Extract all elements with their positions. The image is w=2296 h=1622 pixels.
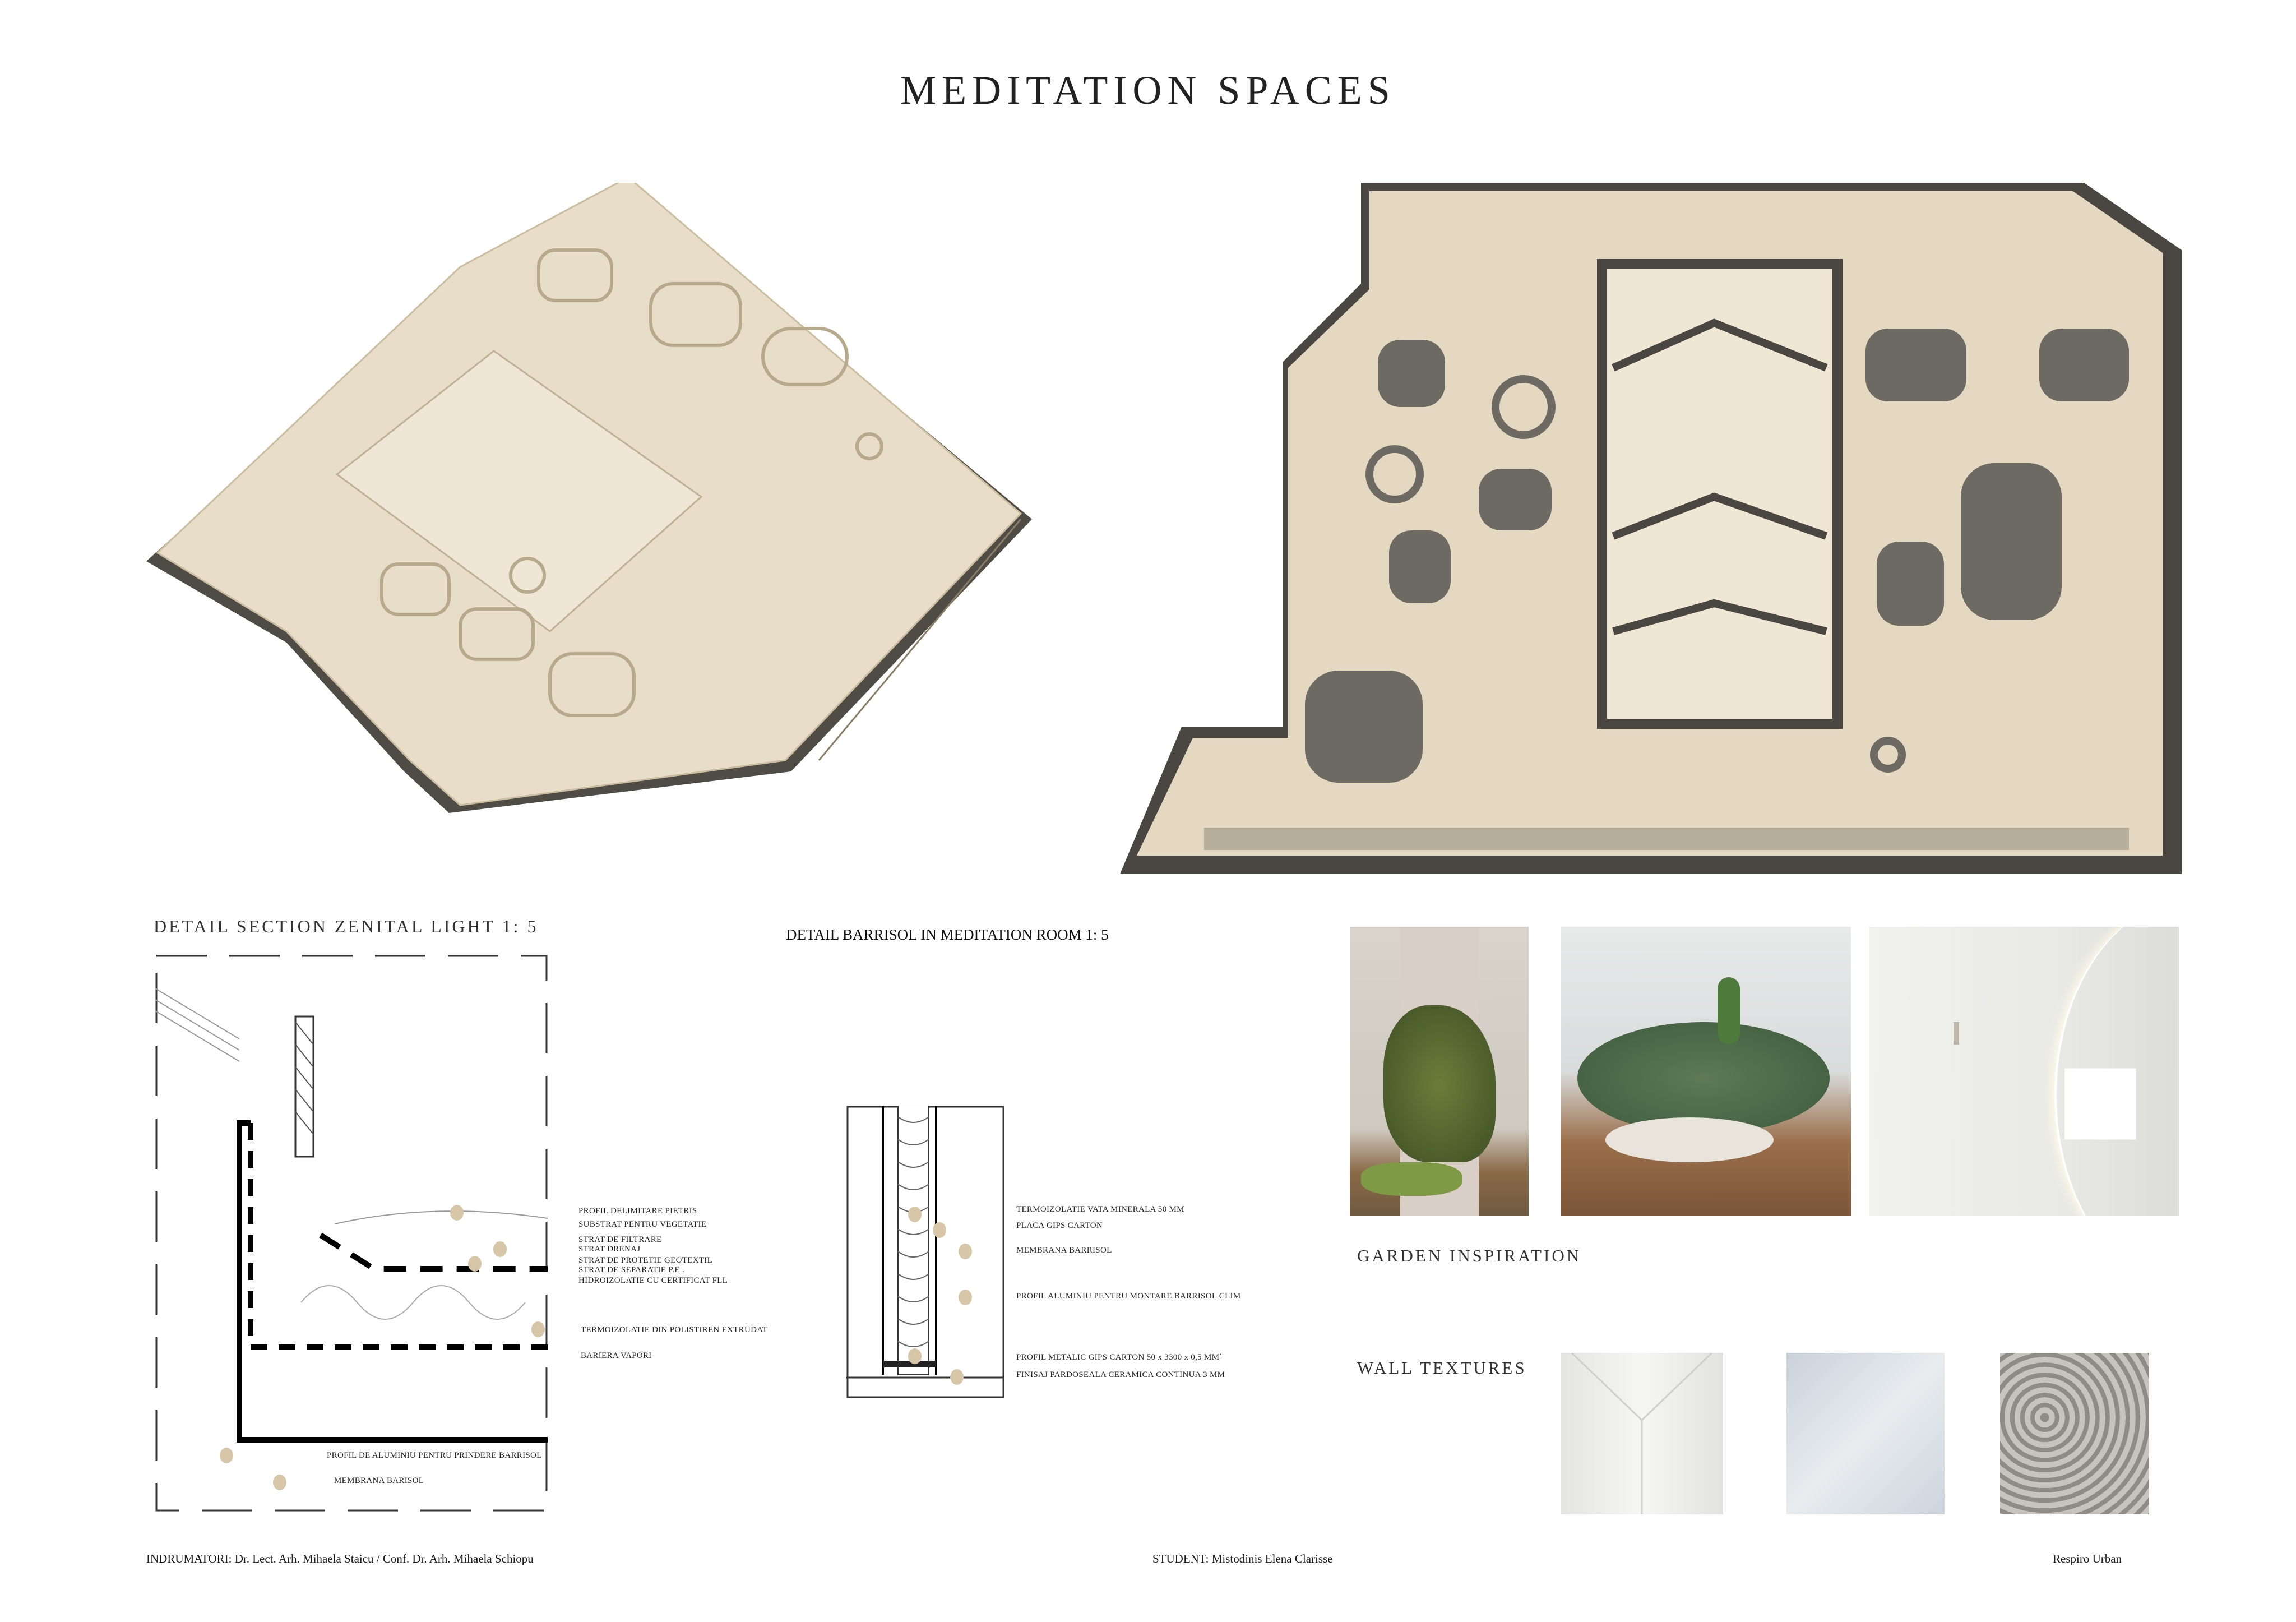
callout-dot bbox=[273, 1475, 286, 1490]
callout-dot bbox=[908, 1348, 922, 1364]
floor-plan-render bbox=[1120, 183, 2182, 874]
callout-dot bbox=[531, 1321, 545, 1337]
zenital-label: PROFIL DE ALUMINIU PENTRU PRINDERE BARRI… bbox=[327, 1451, 542, 1460]
barrisol-label: FINISAJ PARDOSEALA CERAMICA CONTINUA 3 M… bbox=[1016, 1370, 1225, 1379]
callout-dot bbox=[493, 1241, 507, 1257]
callout-dot bbox=[950, 1369, 964, 1385]
barrisol-label: TERMOIZOLATIE VATA MINERALA 50 MM bbox=[1016, 1205, 1184, 1214]
footer-student: STUDENT: Mistodinis Elena Clarisse bbox=[1152, 1552, 1333, 1565]
zenital-light-section-drawing bbox=[155, 955, 548, 1512]
barrisol-detail-drawing bbox=[846, 1106, 1004, 1398]
barrisol-label: PROFIL METALIC GIPS CARTON 50 x 3300 x 0… bbox=[1016, 1353, 1223, 1362]
callout-dot bbox=[908, 1207, 922, 1222]
wall-texture-folded-photo bbox=[1561, 1353, 1723, 1514]
callout-dot bbox=[468, 1256, 482, 1272]
white-curved-corridor-photo bbox=[1869, 927, 2179, 1216]
zenital-label: SUBSTRAT PENTRU VEGETATIE bbox=[578, 1220, 707, 1229]
zenital-label: PROFIL DELIMITARE PIETRIS bbox=[578, 1207, 697, 1216]
wall-texture-organic-relief-photo bbox=[2000, 1353, 2149, 1514]
barrisol-label: MEMBRANA BARRISOL bbox=[1016, 1246, 1112, 1255]
succulent-garden-photo bbox=[1561, 927, 1851, 1216]
callout-dot bbox=[450, 1205, 464, 1221]
callout-dot bbox=[933, 1222, 946, 1238]
barrisol-section-title: DETAIL BARRISOL IN MEDITATION ROOM 1: 5 bbox=[786, 926, 1109, 943]
callout-dot bbox=[220, 1448, 233, 1463]
axonometric-model-render bbox=[146, 183, 1032, 813]
callout-dot bbox=[959, 1290, 972, 1305]
zenital-label: STRAT DRENAJ bbox=[578, 1245, 641, 1254]
zenital-label: HIDROIZOLATIE CU CERTIFICAT FLL bbox=[578, 1276, 728, 1285]
zenital-label: MEMBRANA BARISOL bbox=[334, 1476, 424, 1485]
footer-project-name: Respiro Urban bbox=[2053, 1552, 2122, 1565]
wall-texture-plaster-photo bbox=[1786, 1353, 1945, 1514]
zenital-label: TERMOIZOLATIE DIN POLISTIREN EXTRUDAT bbox=[581, 1325, 768, 1334]
footer-advisors: INDRUMATORI: Dr. Lect. Arh. Mihaela Stai… bbox=[146, 1552, 534, 1565]
callout-dot bbox=[959, 1244, 972, 1259]
zenital-label: STRAT DE PROTETIE GEOTEXTIL bbox=[578, 1256, 713, 1265]
zenital-section-title: DETAIL SECTION ZENITAL LIGHT 1: 5 bbox=[154, 916, 539, 936]
moss-wall-photo bbox=[1350, 927, 1529, 1216]
page-title: MEDITATION SPACES bbox=[900, 68, 1396, 113]
zenital-label: STRAT DE FILTRARE bbox=[578, 1235, 662, 1244]
zenital-label: BARIERA VAPORI bbox=[581, 1351, 652, 1360]
barrisol-label: PLACA GIPS CARTON bbox=[1016, 1221, 1103, 1230]
barrisol-label: PROFIL ALUMINIU PENTRU MONTARE BARRISOL … bbox=[1016, 1292, 1241, 1301]
wall-textures-title: WALL TEXTURES bbox=[1357, 1358, 1527, 1378]
zenital-label: STRAT DE SEPARATIE P.E . bbox=[578, 1265, 684, 1274]
garden-inspiration-title: GARDEN INSPIRATION bbox=[1357, 1246, 1582, 1265]
